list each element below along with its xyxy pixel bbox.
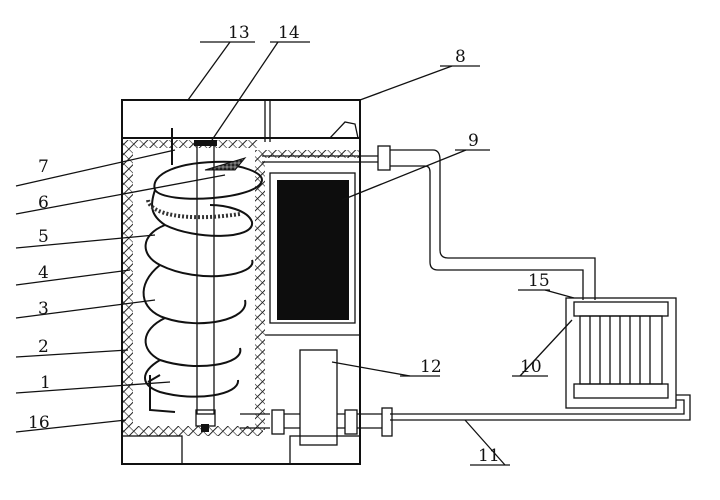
insulation-bottom <box>123 426 263 436</box>
callout-3: 3 <box>38 299 49 319</box>
insulation-partition <box>255 150 265 430</box>
callout-4: 4 <box>38 263 49 283</box>
callout-5: 5 <box>38 227 49 247</box>
callout-7: 7 <box>38 157 49 177</box>
callout-9: 9 <box>468 131 479 151</box>
callout-12: 12 <box>420 357 442 377</box>
helical-coil <box>142 157 264 413</box>
callout-1: 1 <box>40 373 51 393</box>
callout-16: 16 <box>28 413 50 433</box>
lower-pipe <box>240 394 691 437</box>
housing <box>121 137 361 465</box>
callout-6: 6 <box>38 193 49 213</box>
callout-labels: 13 14 8 9 7 6 5 4 3 2 1 16 12 15 10 11 <box>28 23 550 466</box>
insulation-left <box>123 140 133 430</box>
top-cover <box>121 99 361 142</box>
callout-10: 10 <box>520 357 542 377</box>
dark-panel <box>269 172 356 324</box>
insulation-right-top <box>262 150 359 158</box>
callout-13: 13 <box>228 23 250 43</box>
insulation-top <box>123 140 258 148</box>
leader-lines <box>15 41 575 466</box>
upper-pipe <box>262 145 596 300</box>
callout-8: 8 <box>455 47 466 67</box>
callout-14: 14 <box>278 23 300 43</box>
callout-15: 15 <box>528 271 550 291</box>
callout-11: 11 <box>478 446 500 466</box>
central-shaft <box>194 140 217 432</box>
radiator <box>565 297 677 409</box>
callout-2: 2 <box>38 337 49 357</box>
block-12 <box>299 349 338 446</box>
